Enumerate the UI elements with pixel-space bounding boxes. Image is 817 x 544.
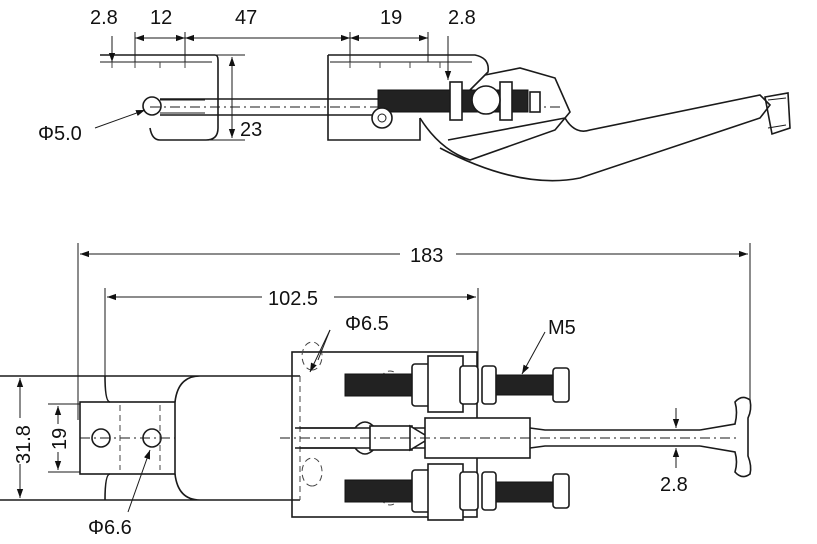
hook-pin: [142, 96, 162, 116]
dim-base-length: 19: [380, 7, 402, 29]
handle-end: [699, 396, 752, 478]
lever-body: [419, 67, 772, 182]
dim-base-gap: 47: [235, 7, 257, 29]
plan-view: 183 102.5: [0, 241, 752, 539]
dim-hole-mount: Φ6.6: [88, 517, 132, 539]
dim-height: 23: [240, 119, 262, 141]
dim-hole-spacing: 19: [49, 428, 71, 450]
right-base-bracket: [327, 54, 490, 141]
lever-handle-tip: [764, 92, 791, 136]
dim-hole-base: Φ6.5: [345, 313, 389, 335]
left-bracket: [100, 54, 219, 141]
hook-frame: [0, 375, 300, 501]
dim-slot-width: 12: [150, 7, 172, 29]
dim-overall-width: 31.8: [13, 425, 35, 464]
dim-handle-thickness: 2.8: [660, 474, 688, 496]
dim-base-to-screw: 102.5: [268, 288, 318, 310]
dim-flange-right: 2.8: [448, 7, 476, 29]
dim-flange-left: 2.8: [90, 7, 118, 29]
side-view: 2.8 12 47 19 2.8 23 Φ5.0: [38, 7, 791, 182]
dim-thread: M5: [548, 317, 576, 339]
dim-overall-length: 183: [410, 245, 443, 267]
dim-pin-diameter: Φ5.0: [38, 123, 82, 145]
